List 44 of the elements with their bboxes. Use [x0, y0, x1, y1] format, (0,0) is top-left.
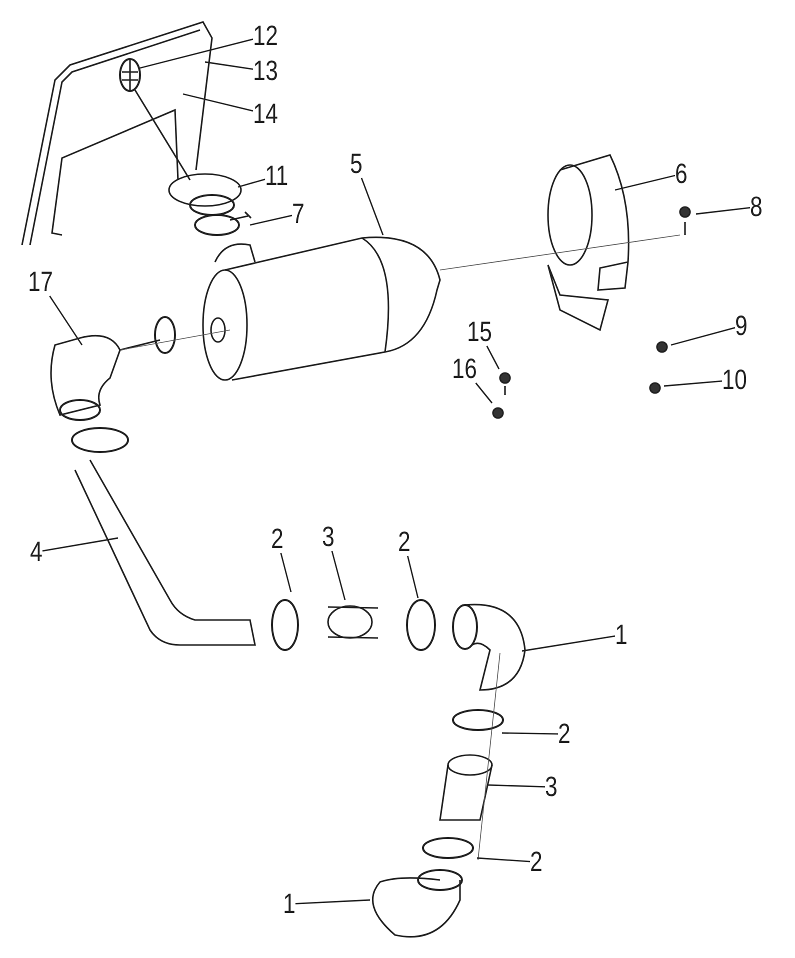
callout-number: 8: [750, 193, 762, 221]
leader-line: [407, 556, 419, 598]
callout-number: 2: [558, 720, 570, 748]
leader-line: [696, 207, 750, 215]
callout-number: 13: [253, 57, 278, 85]
leader-line: [204, 61, 254, 70]
leader-line: [664, 380, 722, 387]
callout-number: 3: [545, 773, 558, 801]
leader-line: [614, 174, 676, 191]
callout-number: 12: [253, 22, 278, 50]
callout-number: 15: [467, 318, 492, 346]
leader-line: [502, 732, 558, 735]
callout-number: 1: [615, 621, 628, 649]
callout-number: 17: [28, 268, 53, 296]
callout-number: 16: [452, 355, 477, 383]
leader-line: [331, 550, 346, 600]
callout-number: 6: [675, 160, 688, 188]
callout-number: 2: [530, 848, 542, 876]
leader-line: [486, 346, 500, 370]
leader-line: [182, 93, 254, 112]
leader-line: [42, 537, 118, 552]
callout-number: 7: [292, 200, 304, 228]
callout-number: 14: [253, 100, 278, 128]
callout-number: 5: [350, 150, 362, 178]
leader-line: [360, 178, 384, 236]
leader-line: [49, 296, 83, 346]
callout-number: 9: [735, 312, 748, 340]
leader-line: [475, 382, 493, 404]
leader-line: [476, 857, 530, 862]
leader-line: [238, 178, 266, 188]
leader-line: [670, 327, 736, 346]
callout-number: 2: [271, 525, 284, 553]
leader-line: [522, 635, 616, 652]
leader-line: [295, 899, 370, 904]
callout-number: 3: [322, 523, 334, 551]
leader-line: [488, 784, 546, 788]
leader-line: [280, 552, 292, 592]
leader-line: [140, 38, 254, 69]
callout-number: 4: [30, 538, 42, 566]
callout-number: 11: [265, 162, 288, 190]
leader-line: [250, 214, 292, 226]
callout-number: 2: [398, 528, 410, 556]
callout-number: 1: [283, 890, 296, 918]
callout-number: 10: [722, 366, 747, 394]
